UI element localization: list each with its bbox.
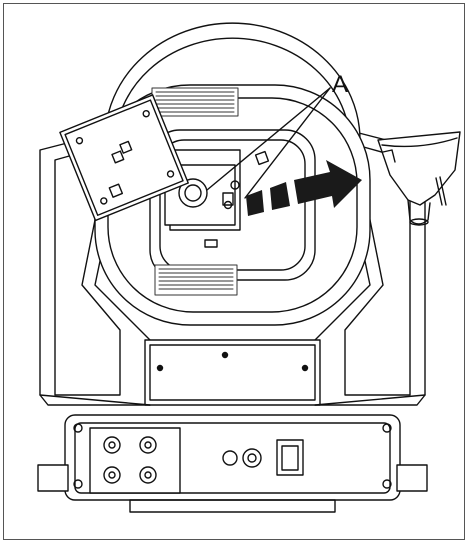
grille-bottom (154, 264, 238, 296)
yoke (39, 131, 426, 406)
power-connector (222, 448, 262, 468)
removed-reflector (377, 131, 461, 226)
callout-label-a: A (332, 71, 348, 98)
dmx-connector-panel (89, 427, 181, 494)
cover-plate (59, 94, 189, 222)
power-switch (276, 439, 304, 476)
callout-leaders (206, 87, 331, 199)
grille-top (151, 87, 239, 117)
figure-frame (3, 3, 465, 540)
removal-arrow (246, 160, 362, 216)
